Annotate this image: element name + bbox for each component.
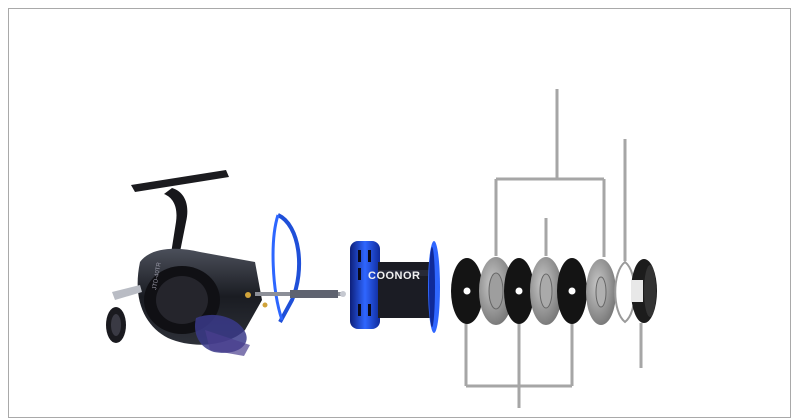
exploded-reel-diagram: JTD-40TR [0,0,800,408]
washer-grey-3 [586,259,616,325]
screw-gold [245,292,251,298]
handle-bar [131,170,229,192]
drag-washers [451,257,657,325]
spool-front-flange [350,241,380,329]
washer-black-2 [504,258,534,324]
reel-body: JTD-40TR [106,170,346,356]
bail-wire [278,215,299,322]
spool: COONOR [350,241,440,333]
leader-lines [466,89,641,408]
product-image: JTD-40TR [0,0,800,408]
washer-black-3 [557,258,587,324]
brand-mark: COONOR [368,270,421,282]
drag-knob-cap [631,259,657,323]
washer-black-1 [451,258,483,324]
bait-runner-lever [112,285,142,300]
